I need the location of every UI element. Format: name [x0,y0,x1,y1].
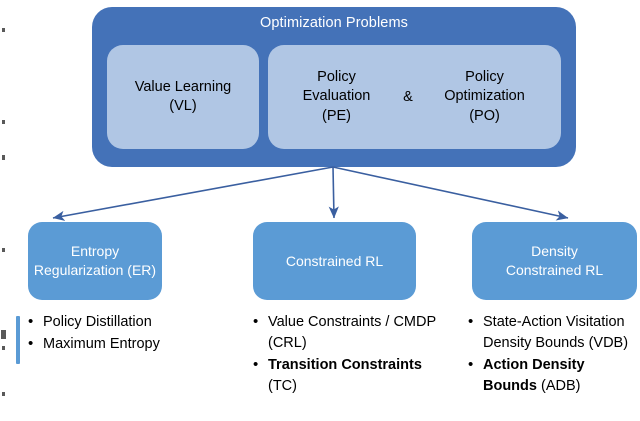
list-item-text: Policy Distillation [43,314,152,330]
density-constrained-rl-box[interactable]: Density Constrained RL [472,222,637,300]
value-learning-line-2: (VL) [169,98,197,114]
optimization-problems-panel: Optimization Problems Value Learning (VL… [92,7,576,167]
list-item: State-Action Visitation Density Bounds (… [468,311,640,354]
list-item: Action Density Bounds (ADB) [468,354,640,397]
density-constrained-rl-list: State-Action Visitation Density Bounds (… [468,311,640,398]
edge-artifact-mark [2,346,5,350]
edge-artifact-mark [2,392,5,396]
list-item-bold: Transition Constraints [268,357,422,374]
edge-artifact-mark [2,120,5,124]
page-title: Optimization Problems [260,15,408,31]
density-constrained-rl-line-1: Density [531,243,578,260]
list-item: Value Constraints / CMDP (CRL) [253,311,443,354]
list-item-text: Value Constraints / CMDP (CRL) [268,314,436,352]
policy-optimization-box[interactable]: Policy Optimization (PO) [408,45,561,149]
density-constrained-rl-label: Density Constrained RL [506,242,603,280]
list-item: Maximum Entropy [28,333,228,355]
policy-evaluation-box[interactable]: Policy Evaluation (PE) [268,45,405,149]
entropy-regularization-line-1: Entropy [70,243,120,260]
policy-evaluation-line-3: (PE) [322,107,351,124]
edge-artifact-mark [2,28,5,32]
constrained-rl-list: Value Constraints / CMDP (CRL) Transitio… [253,311,443,398]
constrained-rl-box[interactable]: Constrained RL [253,222,416,300]
policy-evaluation-line-2: Evaluation [302,88,371,105]
edge-artifact-bar [16,316,20,364]
constrained-rl-label: Constrained RL [286,252,383,271]
value-learning-line-1: Value Learning [134,78,232,95]
policy-evaluation-line-1: Policy [317,69,356,86]
list-item-text: (TC) [268,378,297,395]
edge-artifact-mark [2,155,5,160]
list-item-text: State-Action Visitation Density Bounds (… [483,314,629,352]
entropy-regularization-line-2: Regularization (ER) [33,262,157,278]
arrow-to-density-constrained-rl [332,166,569,221]
list-item-bold: Action Density Bounds [483,357,585,395]
edge-artifact-mark [2,248,5,252]
list-item: Policy Distillation [28,311,228,333]
list-item: Transition Constraints (TC) [253,354,443,397]
arrow-to-entropy-regularization [52,166,334,221]
value-learning-label: Value Learning (VL) [135,78,231,116]
policy-optimization-line-3: (PO) [469,107,500,124]
policy-evaluation-label: Policy Evaluation (PE) [303,68,371,125]
density-constrained-rl-line-2: Constrained RL [505,262,604,278]
entropy-regularization-list: Policy Distillation Maximum Entropy [28,311,228,356]
constrained-rl-line-1: Constrained RL [285,252,384,269]
policy-optimization-label: Policy Optimization (PO) [444,68,525,125]
value-learning-box[interactable]: Value Learning (VL) [107,45,259,149]
ampersand-label: & [403,89,413,105]
list-item-text: Maximum Entropy [43,336,160,353]
list-item-text: (ADB) [536,378,581,395]
policy-optimization-line-2: Optimization [444,88,525,105]
edge-artifact-mark [1,330,6,339]
arrow-to-constrained-rl [328,166,339,219]
entropy-regularization-box[interactable]: Entropy Regularization (ER) [28,222,162,300]
policy-optimization-line-1: Policy [465,69,504,86]
entropy-regularization-label: Entropy Regularization (ER) [34,242,156,280]
